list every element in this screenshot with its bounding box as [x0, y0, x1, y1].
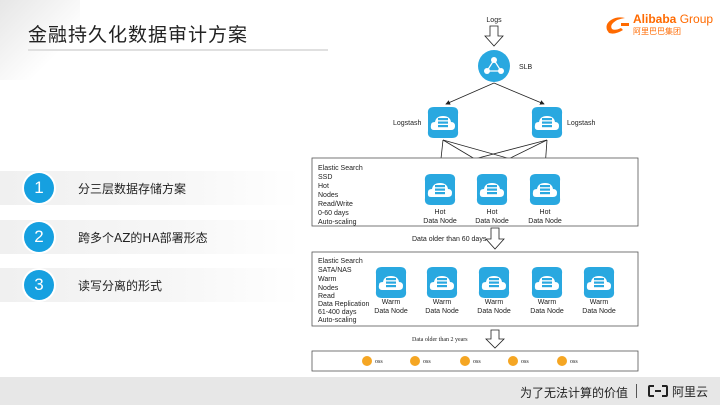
item-number: 1 [24, 173, 54, 203]
logstash-left-label: Logstash [393, 120, 422, 127]
warm-tier: Elastic Search SATA/NAS Warm Nodes Read … [311, 251, 639, 327]
list-item: 2 跨多个AZ的HA部署形态 [0, 220, 300, 254]
svg-text:Data Node: Data Node [475, 218, 509, 225]
transfer-2-years: Data older than 2 years [412, 329, 505, 349]
page-title: 金融持久化数据审计方案 [28, 24, 249, 46]
svg-text:Data Node: Data Node [425, 308, 459, 315]
warm-data-node: Warm Data Node [374, 267, 408, 315]
oss-icon [362, 356, 372, 366]
transfer-60-days: Data older than 60 days [412, 227, 505, 250]
warm-tier-description: Elastic Search SATA/NAS Warm Nodes Read … [318, 258, 371, 324]
alibaba-mark-icon [606, 17, 629, 34]
oss-item: oss [557, 356, 578, 366]
logstash-right: Logstash [531, 107, 596, 138]
title-divider [28, 49, 328, 51]
warm-data-node: Warm Data Node [425, 267, 459, 315]
oss-icon [410, 356, 420, 366]
aliyun-logo: 阿里云 [648, 383, 712, 399]
logs-input: Logs [484, 17, 504, 47]
svg-text:oss: oss [423, 359, 431, 365]
svg-text:Warm: Warm [485, 299, 504, 306]
svg-text:oss: oss [570, 359, 578, 365]
svg-text:Warm: Warm [433, 299, 452, 306]
brand-sub: 阿里巴巴集团 [633, 27, 681, 36]
slb-label: SLB [519, 64, 533, 71]
oss-item: oss [410, 356, 431, 366]
list-item: 3 读写分离的形式 [0, 268, 300, 302]
item-text: 跨多个AZ的HA部署形态 [78, 231, 208, 245]
hot-data-node: Hot Data Node [423, 174, 457, 225]
hot-data-node: Hot Data Node [475, 174, 509, 225]
alibaba-logo: Alibaba Group 阿里巴巴集团 [603, 12, 715, 42]
transfer-2y-label: Data older than 2 years [412, 337, 468, 343]
item-number: 2 [24, 222, 54, 252]
svg-text:oss: oss [473, 359, 481, 365]
oss-item: oss [362, 356, 383, 366]
item-number: 3 [24, 270, 54, 300]
oss-item: oss [460, 356, 481, 366]
svg-text:Data Node: Data Node [423, 218, 457, 225]
svg-text:Hot: Hot [487, 209, 498, 216]
hot-tier-description: Elastic Search SSD Hot Nodes Read/Write … [318, 165, 365, 226]
svg-text:Data Node: Data Node [477, 308, 511, 315]
oss-item: oss [508, 356, 529, 366]
svg-text:Warm: Warm [382, 299, 401, 306]
logstash-right-label: Logstash [567, 120, 596, 127]
oss-tier: oss oss oss oss oss [311, 350, 639, 372]
footer: 为了无法计算的价值 阿里云 [0, 377, 720, 405]
svg-text:oss: oss [521, 359, 529, 365]
svg-text:Hot: Hot [540, 209, 551, 216]
warm-data-node: Warm Data Node [477, 267, 511, 315]
svg-text:Hot: Hot [435, 209, 446, 216]
svg-text:oss: oss [375, 359, 383, 365]
warm-tier-box [311, 251, 639, 327]
aliyun-icon [648, 385, 668, 397]
footer-slogan: 为了无法计算的价值 [519, 386, 628, 400]
item-text: 读写分离的形式 [78, 279, 163, 293]
footer-brand: 阿里云 [672, 385, 709, 399]
transfer-60-label: Data older than 60 days [412, 236, 487, 243]
oss-icon [508, 356, 518, 366]
hot-data-node: Hot Data Node [528, 174, 562, 225]
corner-decoration [0, 0, 80, 80]
svg-text:Data Node: Data Node [530, 308, 564, 315]
slb-node: SLB [478, 50, 533, 82]
oss-tier-box [311, 350, 639, 372]
oss-icon [460, 356, 470, 366]
svg-text:Data Node: Data Node [582, 308, 616, 315]
oss-icon [557, 356, 567, 366]
item-text: 分三层数据存储方案 [78, 182, 187, 196]
logstash-left: Logstash [393, 107, 459, 138]
logs-arrow [484, 25, 504, 47]
hot-tier: Elastic Search SSD Hot Nodes Read/Write … [311, 157, 639, 227]
warm-data-node: Warm Data Node [582, 267, 616, 315]
svg-text:Warm: Warm [590, 299, 609, 306]
svg-text:Warm: Warm [538, 299, 557, 306]
hot-tier-box [311, 157, 639, 227]
svg-text:Data Node: Data Node [374, 308, 408, 315]
warm-data-node: Warm Data Node [530, 267, 564, 315]
footer-divider [636, 384, 637, 398]
slb-icon [478, 50, 510, 82]
svg-text:Data Node: Data Node [528, 218, 562, 225]
list-item: 1 分三层数据存储方案 [0, 171, 300, 205]
brand-name: Alibaba Group [633, 12, 714, 26]
logs-label: Logs [486, 17, 502, 24]
